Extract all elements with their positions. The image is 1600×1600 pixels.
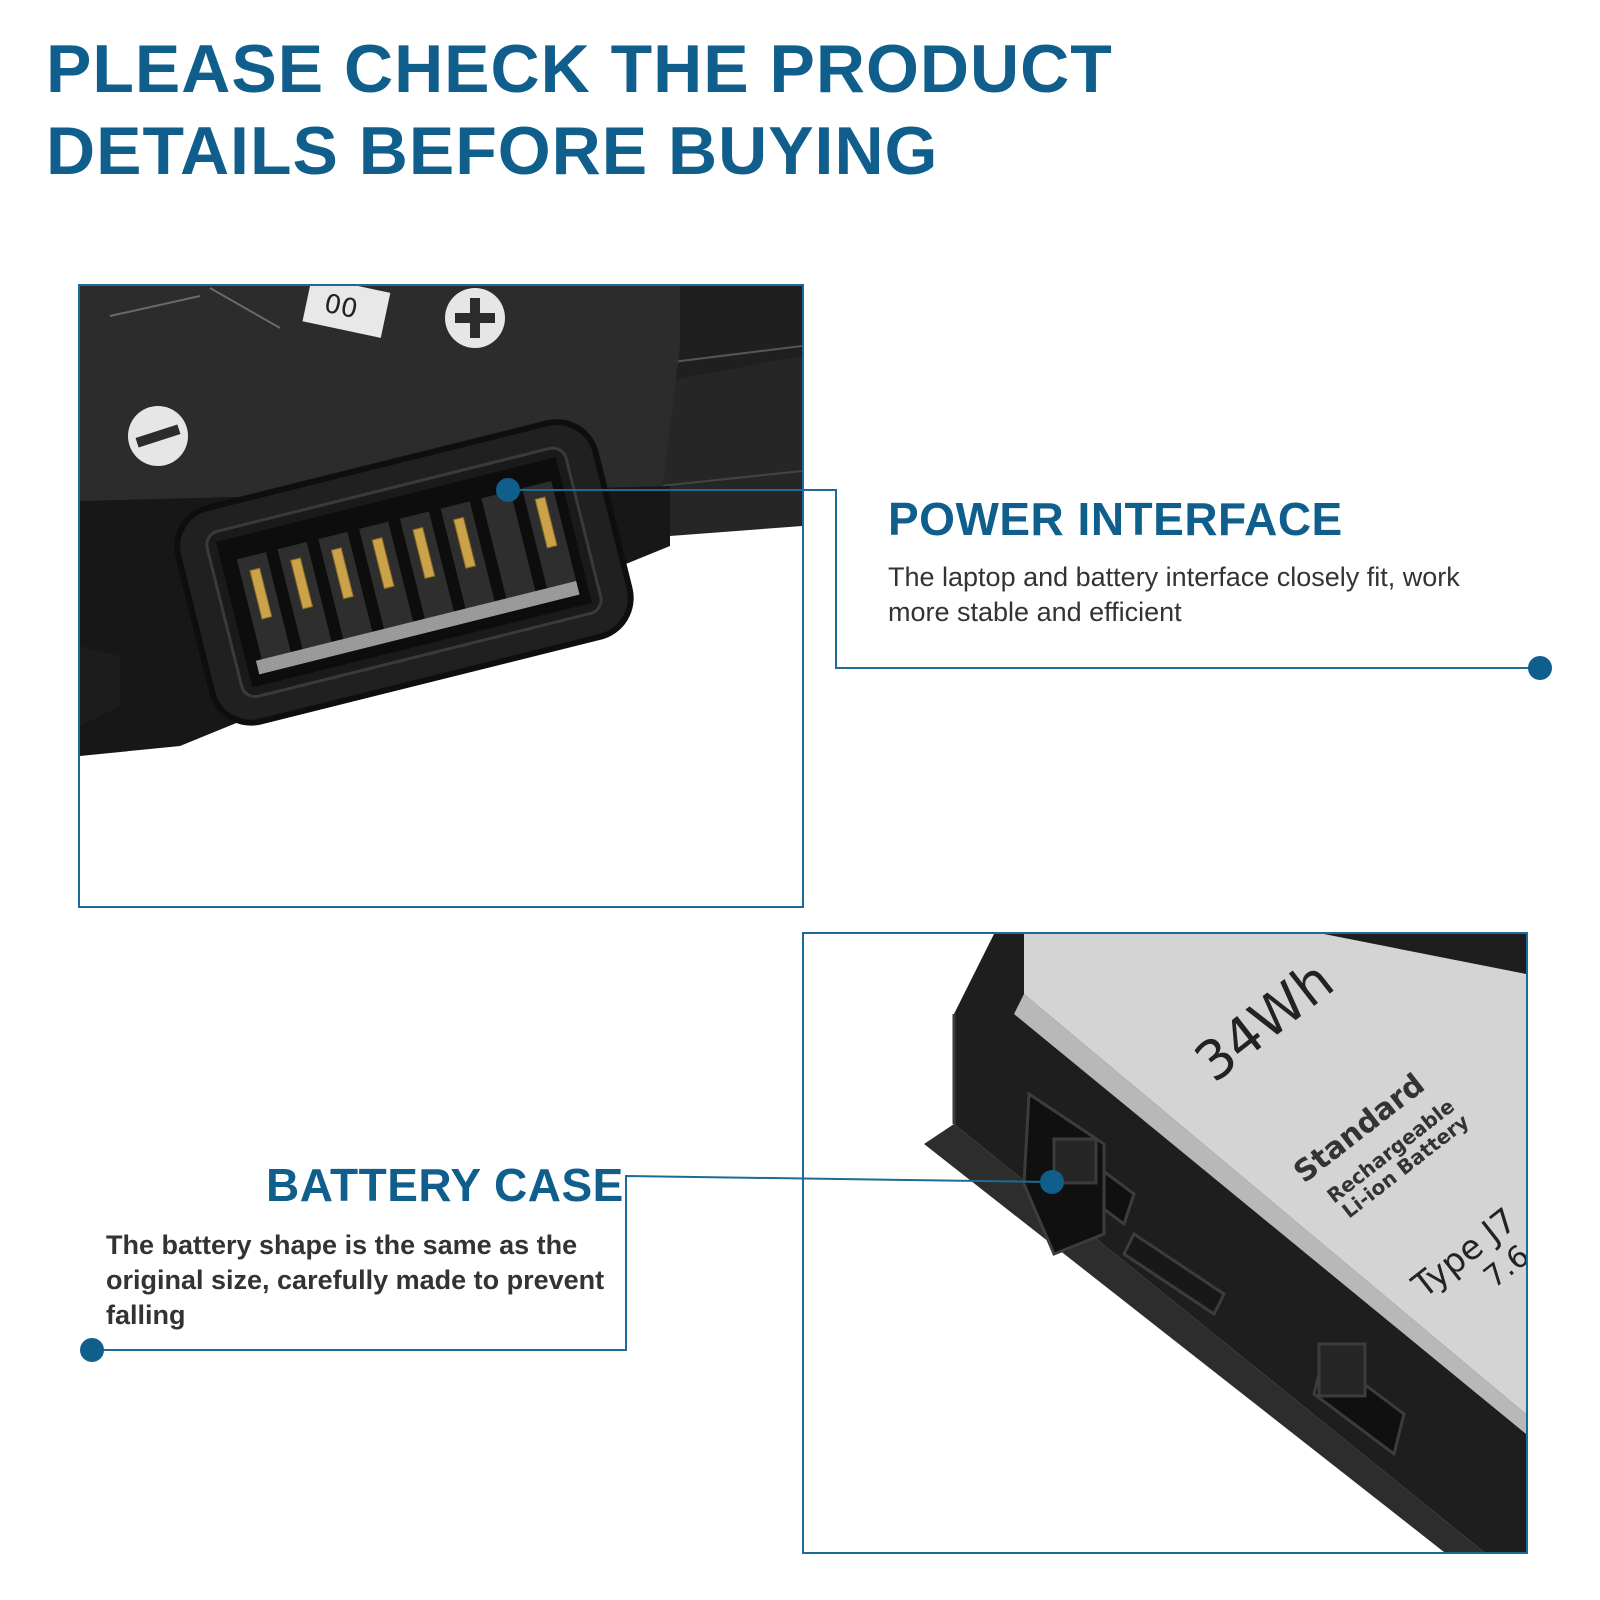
minus-icon <box>128 406 188 466</box>
case-clips <box>1022 1091 1406 1457</box>
battery-case-illustration: 34Wh Standard Rechargeable Li-ion Batter… <box>924 934 1526 1552</box>
power-interface-end-dot <box>1528 656 1552 680</box>
page-title: PLEASE CHECK THE PRODUCT DETAILS BEFORE … <box>46 28 1113 192</box>
power-interface-title: POWER INTERFACE <box>888 493 1343 545</box>
battery-case-photo: 34Wh Standard Rechargeable Li-ion Batter… <box>802 932 1528 1554</box>
battery-case-description: The battery shape is the same as the ori… <box>106 1230 605 1330</box>
label-fragment-text: 00 <box>322 289 361 325</box>
plus-icon <box>445 288 505 348</box>
battery-case-title: BATTERY CASE <box>266 1159 624 1211</box>
page-title-line-2: DETAILS BEFORE BUYING <box>46 113 939 189</box>
battery-case-end-dot <box>80 1338 104 1362</box>
power-interface-description: The laptop and battery interface closely… <box>888 562 1460 627</box>
connector-photo: 00 <box>78 284 804 908</box>
connector-illustration: 00 <box>80 286 802 756</box>
page-title-line-1: PLEASE CHECK THE PRODUCT <box>46 31 1113 107</box>
